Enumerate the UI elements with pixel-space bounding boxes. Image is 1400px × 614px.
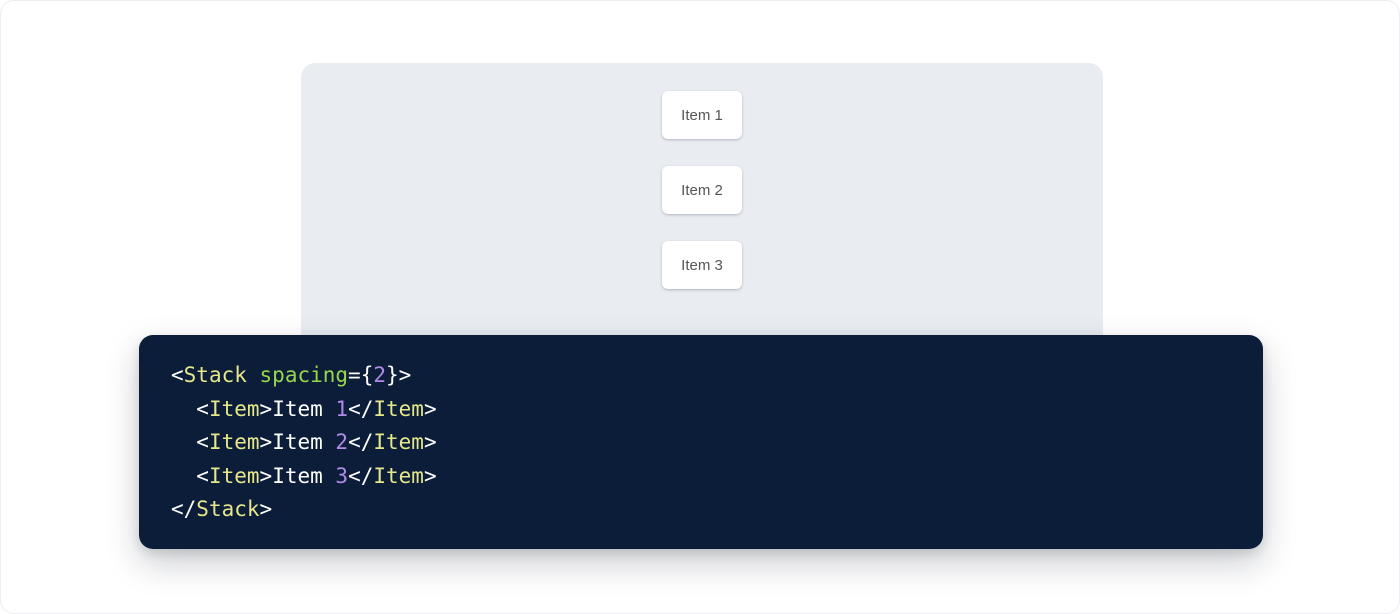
code-token-punct: < <box>196 430 209 454</box>
stack-container: Item 1 Item 2 Item 3 <box>662 91 742 289</box>
code-token-punct: </ <box>348 430 374 454</box>
code-token-text: Item <box>272 430 336 454</box>
stack-item[interactable]: Item 2 <box>662 166 742 214</box>
code-token-tag: Stack <box>183 363 247 387</box>
stack-item[interactable]: Item 1 <box>662 91 742 139</box>
code-token-tag: Item <box>208 463 260 488</box>
code-token-tag: Item <box>373 396 424 421</box>
code-token-punct: > <box>259 396 273 421</box>
stack-preview-panel: Item 1 Item 2 Item 3 <box>301 63 1103 359</box>
code-token-num: 1 <box>335 396 349 421</box>
code-token-text <box>247 363 260 387</box>
code-token-punct: </ <box>171 497 197 521</box>
code-token-punct: }> <box>386 363 412 387</box>
code-token-tag: Item <box>373 463 424 488</box>
stack-item-label: Item 1 <box>681 106 723 124</box>
code-token-tag: Item <box>208 396 260 421</box>
code-token-punct: ={ <box>348 363 374 387</box>
code-token-tag: Stack <box>196 497 260 521</box>
code-token-attr: spacing <box>259 363 349 387</box>
stack-item-label: Item 3 <box>681 256 723 274</box>
code-token-text: Item <box>272 396 336 421</box>
code-token-punct: < <box>171 363 184 387</box>
code-token-tag: Item <box>208 430 260 454</box>
code-token-punct: </ <box>348 463 374 488</box>
code-token-punct: > <box>423 430 437 454</box>
code-snippet-text: <Stack spacing={2}> <Item>Item 1</Item> … <box>171 359 1263 527</box>
code-snippet-panel[interactable]: <Stack spacing={2}> <Item>Item 1</Item> … <box>139 335 1263 549</box>
stack-item-label: Item 2 <box>681 181 723 199</box>
code-token-punct: > <box>259 430 273 454</box>
stack-item[interactable]: Item 3 <box>662 241 742 289</box>
code-token-num: 3 <box>335 463 349 488</box>
code-token-punct: > <box>259 497 273 521</box>
code-token-text: Item <box>272 463 336 488</box>
code-token-punct: > <box>259 463 273 488</box>
code-token-punct: > <box>423 396 437 421</box>
code-token-num: 2 <box>373 363 386 387</box>
code-token-punct: < <box>196 396 209 421</box>
code-token-punct: </ <box>348 396 374 421</box>
code-token-num: 2 <box>335 430 349 454</box>
code-token-punct: > <box>423 463 437 488</box>
code-token-tag: Item <box>373 430 424 454</box>
code-token-punct: < <box>196 463 209 488</box>
